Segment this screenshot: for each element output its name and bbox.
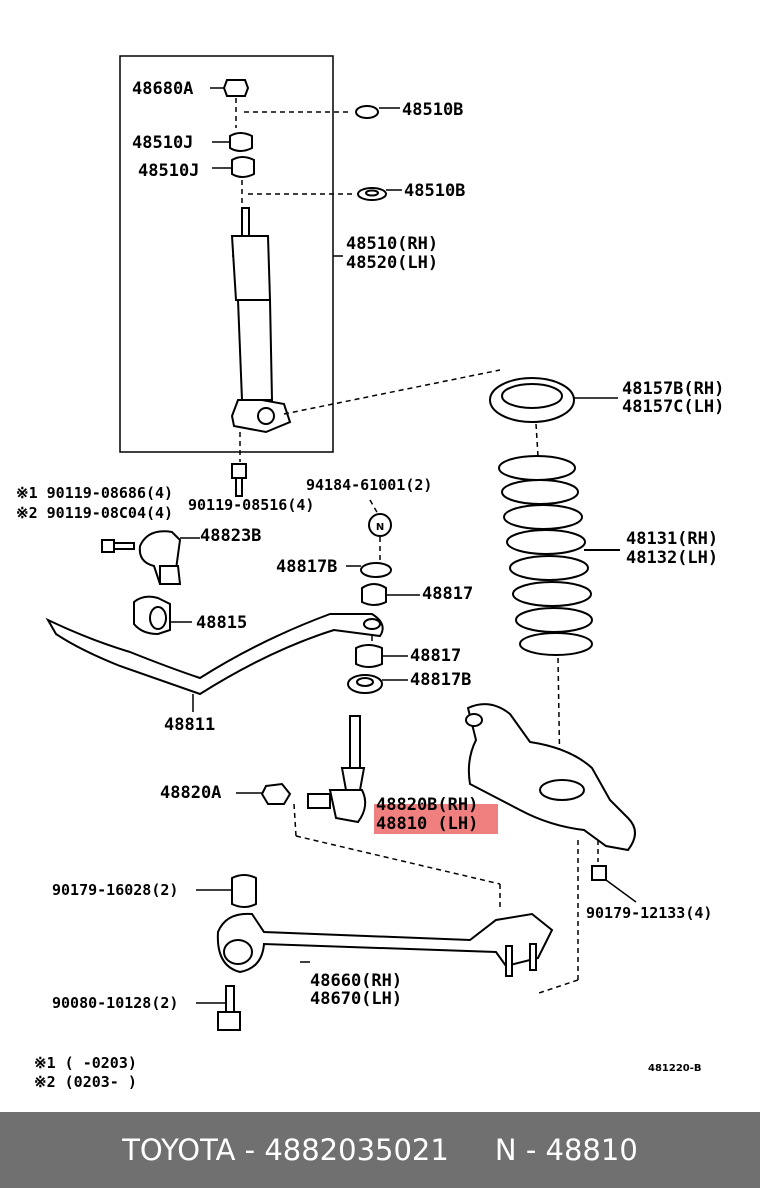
label-48810: 48810 (LH) — [376, 814, 478, 834]
label-90119-08516: 90119-08516(4) — [188, 496, 314, 514]
label-note1: ※1 ( -0203) — [34, 1054, 137, 1072]
retainer-48817B-upper — [346, 562, 392, 578]
footer-bar: TOYOTA - 4882035021 N - 48810 — [0, 1112, 760, 1188]
label-48510B-top: 48510B — [402, 100, 463, 120]
label-48157B: 48157B(RH) — [622, 379, 724, 399]
nut-90179-12133 — [591, 865, 637, 903]
spring-insulator-48157 — [489, 377, 618, 423]
footer-text: TOYOTA - 4882035021 N - 48810 — [122, 1133, 638, 1167]
label-94184: 94184-61001(2) — [306, 476, 432, 494]
bushing-48510J-lower — [212, 156, 255, 178]
label-note2: ※2 (0203- ) — [34, 1073, 137, 1091]
svg-text:N: N — [376, 522, 384, 533]
label-note2-part: ※2 90119-08C04(4) — [16, 504, 173, 522]
stabilizer-bar-48811 — [45, 613, 384, 712]
group-bracket — [119, 55, 334, 453]
label-48817B-upper: 48817B — [276, 557, 337, 577]
bolt-90119-08686 — [101, 539, 135, 553]
label-90080-10128: 90080-10128(2) — [52, 994, 178, 1012]
label-48815: 48815 — [196, 613, 247, 633]
label-48817-lower: 48817 — [410, 646, 461, 666]
label-48157C: 48157C(LH) — [622, 397, 724, 417]
nut-94184-61001: N — [368, 499, 392, 537]
retainer-48817B-lower — [347, 674, 408, 694]
label-90179-12133: 90179-12133(4) — [586, 904, 712, 922]
label-48670: 48670(LH) — [310, 989, 402, 1009]
washer-48510B-top — [355, 105, 400, 119]
label-48131: 48131(RH) — [626, 529, 718, 549]
bracket-48823B — [138, 530, 200, 585]
cushion-48817-lower — [355, 644, 408, 668]
label-48817-upper: 48817 — [422, 584, 473, 604]
nut-48820A — [236, 782, 292, 805]
bushing-48815 — [133, 595, 192, 636]
bushing-48510J-upper — [212, 132, 253, 152]
label-48823B: 48823B — [200, 526, 261, 546]
parts-diagram: N — [16, 55, 724, 1091]
bolt-90080-10128 — [196, 985, 241, 1031]
highlight-48810 — [374, 804, 498, 834]
label-48820A: 48820A — [160, 783, 221, 803]
label-48811: 48811 — [164, 715, 215, 735]
label-note1-part: ※1 90119-08686(4) — [16, 484, 173, 502]
label-diagram-code: 481220-B — [648, 1063, 702, 1074]
washer-48510B-lower — [357, 187, 402, 201]
lower-control-arm — [465, 703, 636, 852]
label-48510RH: 48510(RH) — [346, 234, 438, 254]
nut-48680A — [210, 79, 250, 97]
bushing-90179-16028 — [196, 874, 257, 908]
label-48680A: 48680A — [132, 79, 193, 99]
strut-rod-48660 — [216, 912, 554, 977]
label-48510J-lower: 48510J — [138, 161, 199, 181]
shock-absorber — [230, 207, 292, 434]
label-48817B-lower: 48817B — [410, 670, 471, 690]
label-48660: 48660(RH) — [310, 971, 402, 991]
coil-spring-48131 — [498, 455, 620, 656]
bolt-90119-08516 — [231, 463, 247, 497]
cushion-48817-upper — [361, 583, 420, 606]
label-48520LH: 48520(LH) — [346, 253, 438, 273]
label-48510J-upper: 48510J — [132, 133, 193, 153]
label-90179-16028: 90179-16028(2) — [52, 881, 178, 899]
label-48820B: 48820B(RH) — [376, 795, 478, 815]
stabilizer-link-48810 — [307, 715, 367, 824]
label-48132: 48132(LH) — [626, 548, 718, 568]
label-48510B-lower: 48510B — [404, 181, 465, 201]
